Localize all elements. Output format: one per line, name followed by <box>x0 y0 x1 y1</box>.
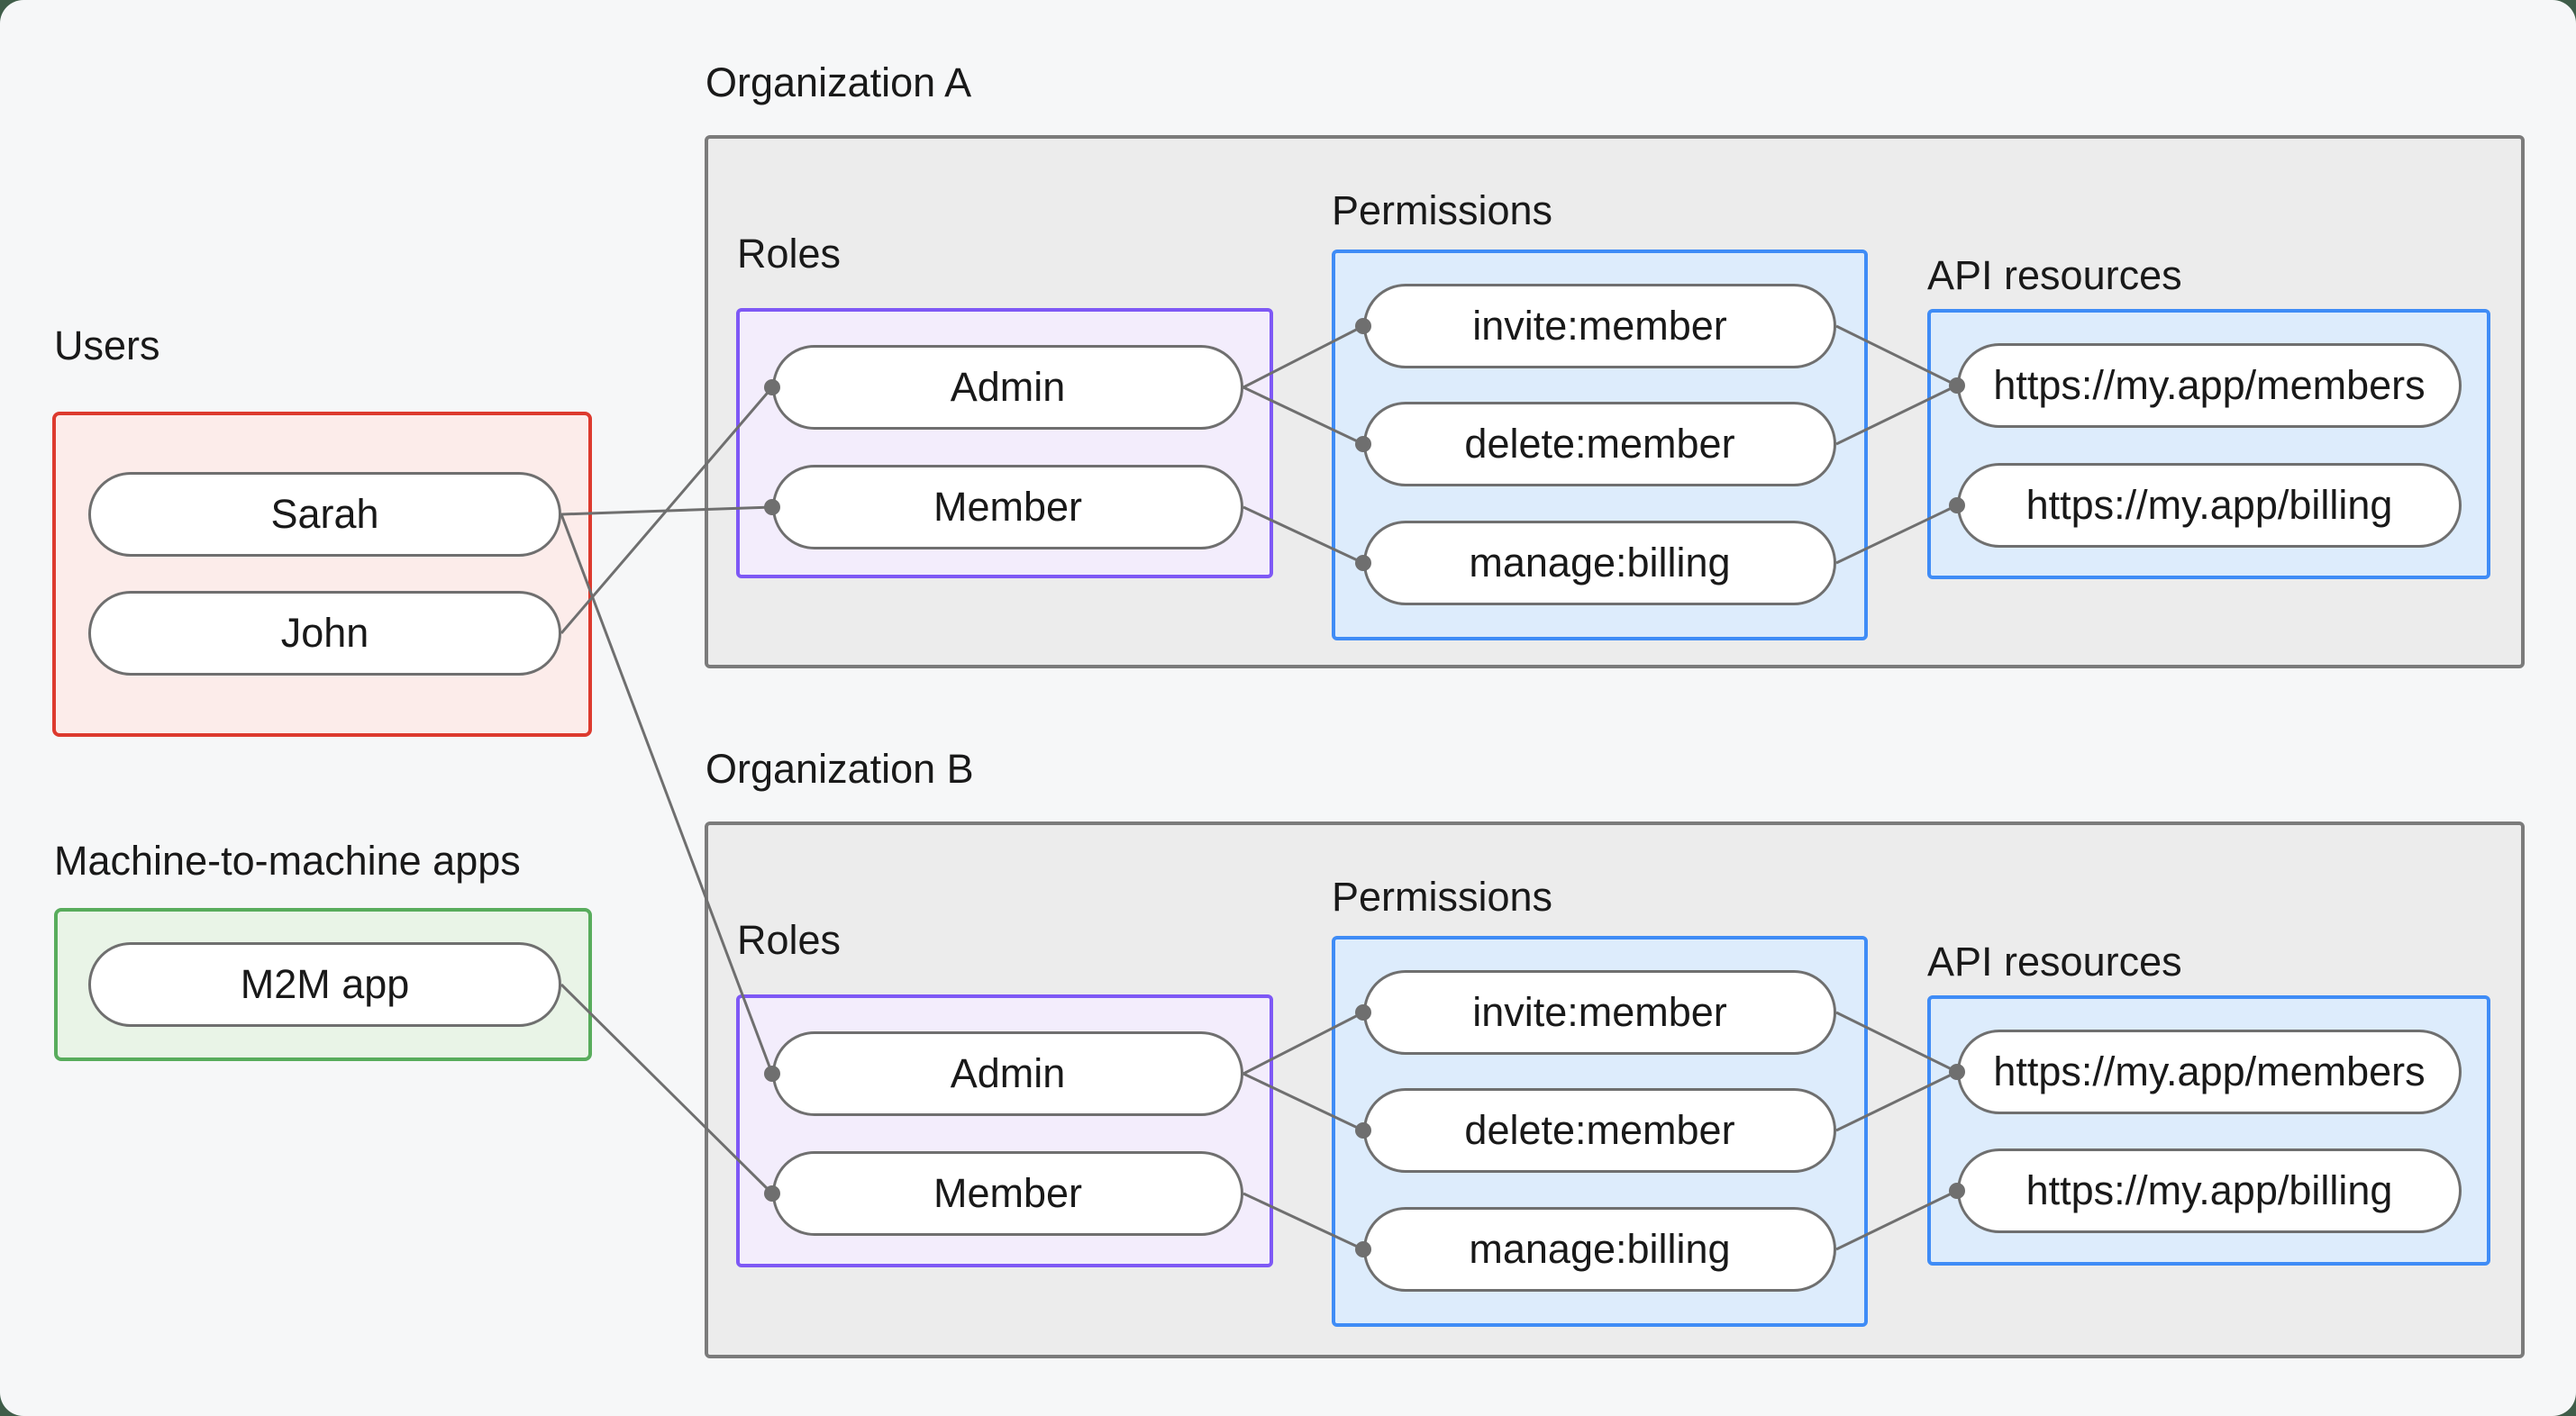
users-group-label: Users <box>54 322 160 368</box>
org-a-role-member: Member <box>772 465 1243 549</box>
org-b-api-resources-label: API resources <box>1927 939 2182 985</box>
org-b-permission-manage-billing: manage:billing <box>1363 1207 1836 1292</box>
org-a-api-resources-label: API resources <box>1927 252 2182 298</box>
org-b-permission-delete-member: delete:member <box>1363 1088 1836 1173</box>
org-b-role-member: Member <box>772 1151 1243 1236</box>
org-a-api-billing: https://my.app/billing <box>1957 463 2462 548</box>
org-b-api-members: https://my.app/members <box>1957 1030 2462 1114</box>
org-a-permissions-label: Permissions <box>1332 187 1553 233</box>
org-a-roles-label: Roles <box>737 231 842 277</box>
org-a-permission-manage-billing: manage:billing <box>1363 521 1836 605</box>
org-b-permissions-label: Permissions <box>1332 874 1553 920</box>
org-a-role-admin: Admin <box>772 345 1243 430</box>
users-group-box <box>52 412 592 737</box>
org-a-permission-invite-member: invite:member <box>1363 284 1836 368</box>
org-b-role-admin: Admin <box>772 1031 1243 1116</box>
org-b-api-billing: https://my.app/billing <box>1957 1148 2462 1233</box>
m2m-group-label: Machine-to-machine apps <box>54 838 521 884</box>
org-a-permission-delete-member: delete:member <box>1363 402 1836 486</box>
user-node-john: John <box>88 591 561 676</box>
org-a-title: Organization A <box>705 59 972 105</box>
org-b-roles-label: Roles <box>737 917 842 963</box>
org-a-api-members: https://my.app/members <box>1957 343 2462 428</box>
m2m-app-node: M2M app <box>88 942 561 1027</box>
org-b-permission-invite-member: invite:member <box>1363 970 1836 1055</box>
user-node-sarah: Sarah <box>88 472 561 557</box>
org-b-title: Organization B <box>705 746 974 792</box>
